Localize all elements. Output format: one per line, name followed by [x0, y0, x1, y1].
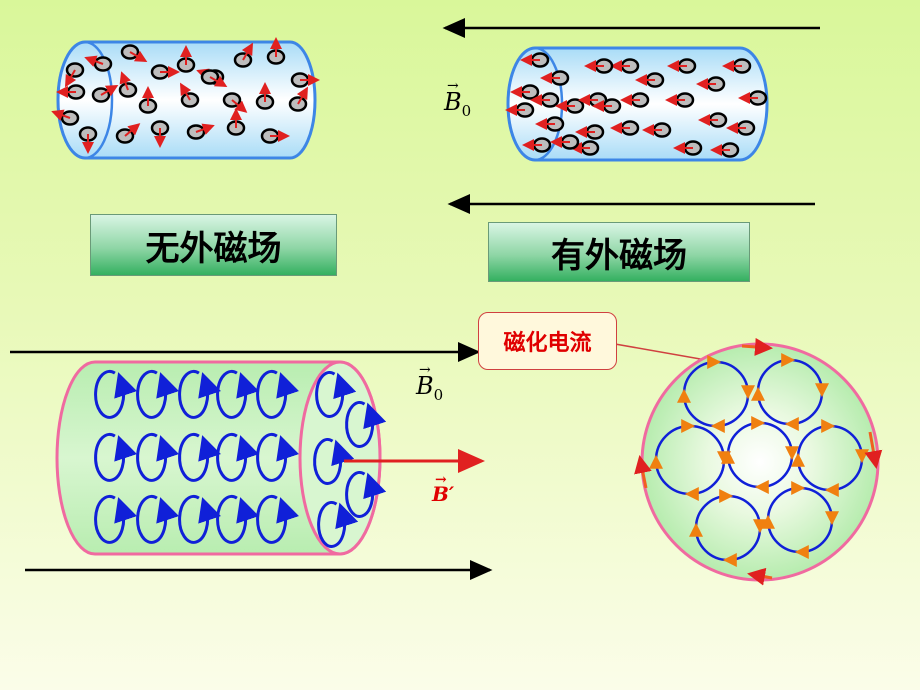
molecule-dipole-icon: [56, 84, 86, 100]
molecule-dipole-icon: [610, 120, 640, 136]
current-loop-icon: [94, 432, 138, 482]
molecule-dipole-icon: [610, 58, 640, 74]
current-loop-icon: [315, 370, 357, 418]
molecule-dipole-icon: [290, 72, 320, 88]
molecule-dipole-icon: [233, 42, 253, 68]
current-loop-icon: [313, 437, 355, 485]
molecule-dipole-icon: [535, 116, 565, 132]
molecule-dipole-icon: [642, 122, 672, 138]
with-field-label: 有外磁场: [488, 222, 750, 282]
molecule-dipole-icon: [726, 120, 756, 136]
vector-mark: →: [447, 78, 459, 94]
molecule-dipole-icon: [179, 82, 200, 108]
molecule-dipole-icon: [176, 45, 196, 73]
molecule-dipole-icon: [592, 98, 622, 114]
vector-mark: →: [419, 362, 431, 378]
molecule-dipole-icon: [520, 52, 550, 68]
molecule-dipole-icon: [118, 71, 138, 98]
surface-current-arrows: [634, 337, 883, 586]
current-loop-icon: [317, 500, 359, 548]
molecule-dipole-icon: [255, 82, 275, 110]
cross-loop-icon: [761, 481, 839, 559]
current-loop-icon: [256, 369, 300, 419]
molecule-dipole-icon: [222, 92, 248, 113]
molecule-dipole-icon: [620, 92, 650, 108]
current-loop-icon: [216, 432, 260, 482]
molecule-dipole-icon: [91, 84, 119, 103]
current-loop-icon: [178, 432, 222, 482]
tube-with-field: [505, 46, 769, 162]
current-loop-icon: [94, 494, 138, 544]
current-loop-icon: [178, 494, 222, 544]
current-loop-icon: [136, 369, 180, 419]
cross-loop-icon: [677, 355, 755, 433]
molecule-dipole-icon: [550, 134, 580, 150]
current-loop-icon: [256, 432, 300, 482]
current-loop-icon: [216, 369, 260, 419]
molecule-dipole-icon: [710, 142, 740, 158]
tube-no-field: [51, 37, 320, 160]
molecule-dipole-icon: [505, 102, 535, 118]
molecule-dipole-icon: [51, 109, 80, 126]
molecule-dipole-icon: [138, 86, 158, 114]
molecule-dipole-icon: [78, 126, 98, 154]
molecule-dipole-icon: [150, 64, 180, 80]
b0-symbol-top: → B0: [444, 78, 472, 120]
molecule-dipole-icon: [673, 140, 703, 156]
current-loop-icon: [256, 494, 300, 544]
molecule-dipole-icon: [64, 62, 85, 88]
molecule-dipole-icon: [186, 123, 215, 140]
molecule-dipole-icon: [266, 37, 286, 65]
cross-loop-icon: [751, 353, 829, 431]
molecule-dipole-icon: [200, 69, 228, 88]
current-loops: [94, 369, 387, 548]
molecule-dipole-icon: [84, 55, 113, 72]
cross-loop-icon: [791, 419, 869, 497]
molecule-dipole-icon: [698, 112, 728, 128]
molecule-dipole-icon: [288, 86, 309, 112]
molecule-dipole-icon: [584, 58, 614, 74]
molecule-dipole-icon: [115, 123, 141, 144]
current-loop-icon: [94, 369, 138, 419]
current-loop-icon: [136, 494, 180, 544]
molecule-dipole-icon: [540, 70, 570, 86]
b-prime-symbol: → B′: [432, 472, 455, 506]
molecule-dipole-icon: [120, 44, 148, 63]
molecule-dipole-icon: [696, 76, 726, 92]
molecule-dipole-icon: [667, 58, 697, 74]
molecule-dipole-icon: [635, 72, 665, 88]
magnetization-current-callout: 磁化电流: [478, 312, 617, 370]
b0-symbol-bottom: → B0: [416, 362, 444, 404]
molecule-dipole-icon: [722, 58, 752, 74]
current-loop-icon: [216, 494, 260, 544]
molecule-dipole-icon: [150, 120, 170, 148]
no-field-label: 无外磁场: [90, 214, 337, 276]
molecule-dipole-icon: [738, 90, 768, 106]
random-dipoles: [51, 37, 320, 154]
aligned-dipoles: [505, 52, 768, 158]
molecule-dipole-icon: [665, 92, 695, 108]
current-loop-icon: [136, 432, 180, 482]
cross-section-loops: [649, 353, 869, 567]
molecule-dipole-icon: [575, 124, 605, 140]
vector-mark: →: [435, 472, 447, 488]
current-loop-icon: [178, 369, 222, 419]
magnetized-cylinder: [55, 360, 387, 556]
cross-loop-icon: [689, 489, 767, 567]
molecule-dipole-icon: [260, 128, 290, 144]
molecule-dipole-icon: [522, 137, 552, 153]
callout-leader: [614, 343, 707, 361]
cross-section: [634, 337, 883, 586]
molecule-dipole-icon: [226, 108, 246, 136]
